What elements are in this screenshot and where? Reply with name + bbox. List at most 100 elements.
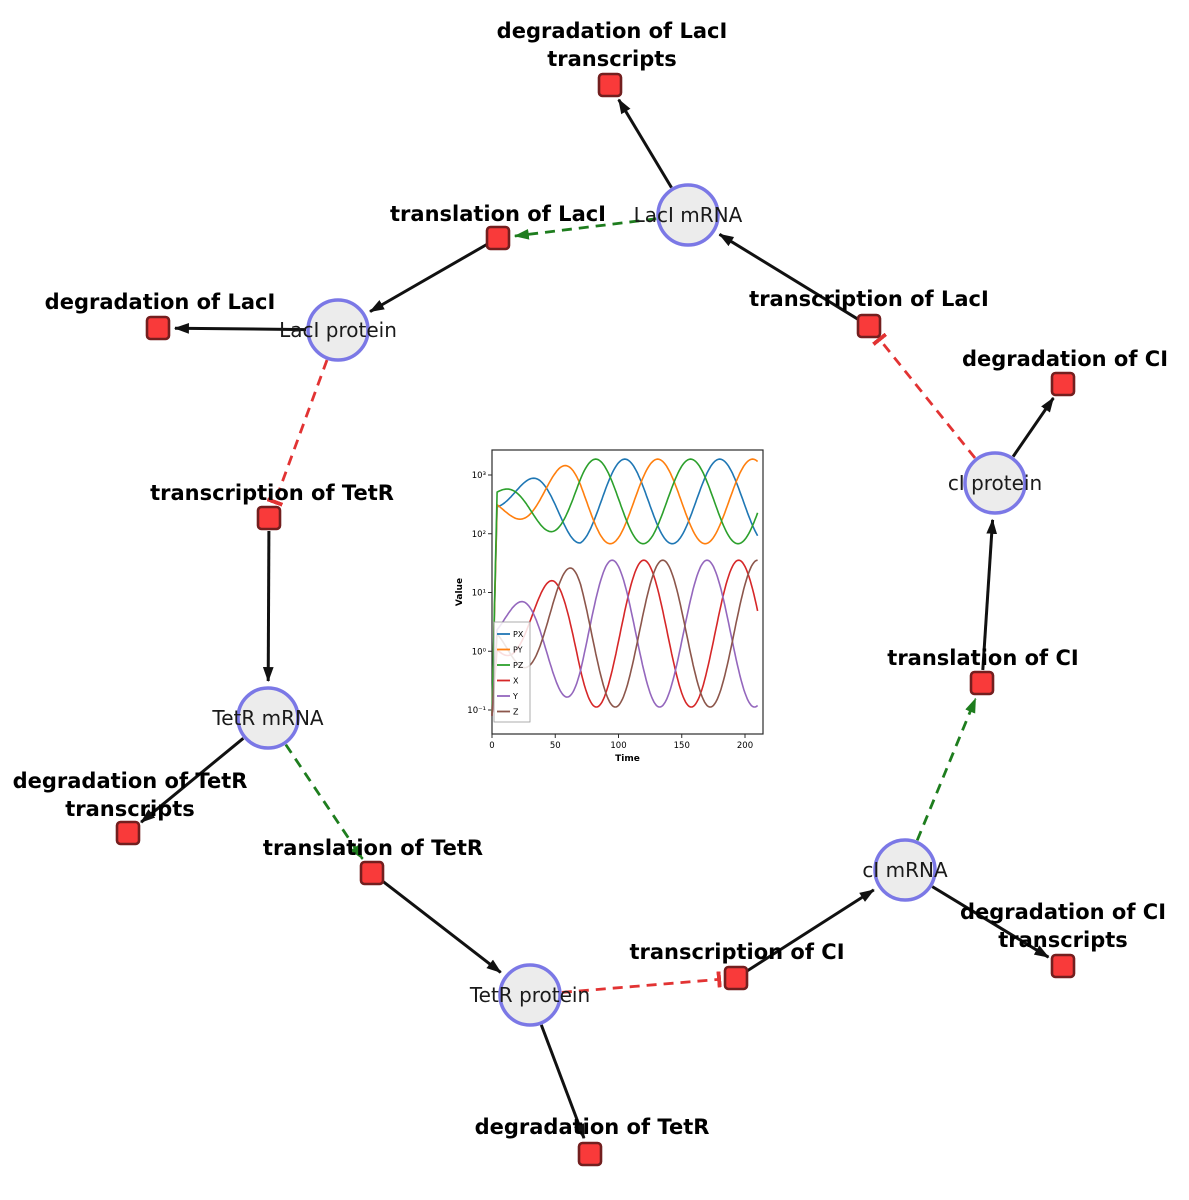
reaction-node-transcr_tetr: transcription of TetR <box>150 481 394 531</box>
edge-inhibition-tetr_protein-transcr_ci <box>561 971 722 994</box>
reaction-label: degradation of CI <box>962 347 1168 371</box>
reaction-label: degradation of LacI <box>497 19 728 43</box>
species-label: LacI mRNA <box>634 203 743 227</box>
reaction-label: transcripts <box>65 797 195 821</box>
edge-production-transcr_tetr-tetr_mrna <box>262 530 274 683</box>
species-node-laci_protein: LacI protein <box>279 298 397 362</box>
species-label: TetR protein <box>469 983 590 1007</box>
reaction-node-deg_ci: degradation of CI <box>962 347 1168 397</box>
edge-consumption-laci_protein-deg_laci <box>173 322 307 334</box>
x-tick-label: 0 <box>489 741 494 751</box>
legend-entry-label: Y <box>512 692 518 701</box>
edge-catalysis-tetr_mrna-transl_tetr <box>284 743 364 860</box>
legend-box <box>493 621 531 723</box>
reaction-square-transl_ci[interactable] <box>969 670 995 696</box>
reaction-label: transcription of TetR <box>150 481 394 505</box>
reaction-label: translation of TetR <box>263 836 483 860</box>
reaction-label: transcripts <box>998 928 1128 952</box>
legend-entry-label: PX <box>513 630 524 639</box>
reaction-label: degradation of TetR <box>13 769 248 793</box>
edge-production-transcr_laci-laci_mrna <box>718 233 859 321</box>
y-tick-label: 10² <box>472 530 486 540</box>
series-line-X <box>491 559 759 716</box>
reaction-square-deg_laci[interactable] <box>145 315 171 341</box>
edge-production-transcr_ci-ci_mrna <box>746 888 875 973</box>
reaction-node-deg_tetr_tx: degradation of TetR transcripts <box>13 769 248 846</box>
edge-inhibition-laci_protein-transcr_tetr <box>266 359 329 507</box>
reaction-node-transl_tetr: translation of TetR <box>263 836 483 886</box>
species-circle-ci_protein[interactable] <box>963 451 1027 515</box>
species-circle-ci_mrna[interactable] <box>873 838 937 902</box>
x-tick-label: 50 <box>550 741 561 751</box>
edge-consumption-ci_protein-deg_ci <box>1011 397 1055 458</box>
reaction-label: degradation of LacI <box>45 290 276 314</box>
reaction-label: degradation of TetR <box>475 1115 710 1139</box>
reaction-square-transl_laci[interactable] <box>485 225 511 251</box>
reaction-node-transl_laci: translation of LacI <box>390 202 606 251</box>
edge-production-transl_ci-ci_protein <box>981 518 998 671</box>
species-label: LacI protein <box>279 318 397 342</box>
edge-consumption-tetr_mrna-deg_tetr_tx <box>140 737 245 824</box>
reaction-node-transcr_laci: transcription of LacI <box>749 287 989 339</box>
species-node-ci_protein: cI protein <box>948 451 1042 515</box>
reaction-square-transcr_tetr[interactable] <box>256 505 282 531</box>
edge-catalysis-ci_mrna-transl_ci <box>915 697 977 841</box>
reaction-square-deg_laci_tx[interactable] <box>597 72 623 98</box>
legend-entry-label: PY <box>513 646 523 655</box>
legend-entry-label: PZ <box>513 661 524 670</box>
reaction-label: transcripts <box>547 47 677 71</box>
species-node-tetr_protein: TetR protein <box>469 963 590 1027</box>
reaction-square-transl_tetr[interactable] <box>359 860 385 886</box>
chart-legend: PX PY PZ XYZ <box>493 621 531 723</box>
edge-inhibition-ci_protein-transcr_laci <box>872 332 977 459</box>
reaction-square-deg_ci[interactable] <box>1050 371 1076 397</box>
reaction-label: translation of LacI <box>390 202 606 226</box>
edge-consumption-laci_mrna-deg_laci_tx <box>617 98 673 189</box>
edge-production-transl_laci-laci_protein <box>369 243 488 313</box>
reaction-node-deg_tetr: degradation of TetR <box>475 1115 710 1167</box>
x-tick-label: 150 <box>674 741 690 751</box>
series-line-PX <box>491 458 759 716</box>
y-tick-label: 10⁰ <box>472 647 487 657</box>
legend-entry-label: Z <box>513 708 519 717</box>
species-label: TetR mRNA <box>211 706 324 730</box>
reaction-square-deg_tetr_tx[interactable] <box>115 820 141 846</box>
reaction-label: transcription of LacI <box>749 287 989 311</box>
y-tick-label: 10¹ <box>472 589 486 599</box>
reaction-node-transcr_ci: transcription of CI <box>629 940 845 991</box>
species-node-ci_mrna: cI mRNA <box>862 838 948 902</box>
reaction-node-deg_laci_tx: degradation of LacI transcripts <box>497 19 728 98</box>
series-line-Z <box>491 559 758 716</box>
legend-entry-label: X <box>513 677 519 686</box>
species-node-laci_mrna: LacI mRNA <box>634 183 743 247</box>
edge-consumption-ci_mrna-deg_ci_tx <box>931 885 1050 959</box>
x-tick-label: 100 <box>610 741 626 751</box>
reaction-label: translation of CI <box>887 646 1078 670</box>
edge-production-transl_tetr-tetr_protein <box>381 879 502 974</box>
edges <box>140 98 1055 1140</box>
reaction-node-transl_ci: translation of CI <box>887 646 1079 696</box>
species-circle-laci_protein[interactable] <box>306 298 370 362</box>
y-tick-label: 10⁻¹ <box>467 706 486 716</box>
reaction-square-deg_ci_tx[interactable] <box>1050 953 1076 979</box>
reaction-label: degradation of CI <box>960 900 1166 924</box>
series-line-PY <box>491 458 759 716</box>
series-line-PZ <box>491 458 759 716</box>
y-tick-label: 10³ <box>472 471 486 481</box>
species-label: cI mRNA <box>862 858 948 882</box>
reaction-square-transcr_ci[interactable] <box>723 965 749 991</box>
species-circle-tetr_mrna[interactable] <box>236 686 300 750</box>
edge-consumption-tetr_protein-deg_tetr <box>539 1024 586 1140</box>
series-line-Y <box>491 559 759 716</box>
species-node-tetr_mrna: TetR mRNA <box>211 686 324 750</box>
species-circle-tetr_protein[interactable] <box>498 963 562 1027</box>
reaction-node-deg_laci: degradation of LacI <box>45 290 276 341</box>
species-circle-laci_mrna[interactable] <box>656 183 720 247</box>
reaction-square-deg_tetr[interactable] <box>577 1141 603 1167</box>
reaction-square-transcr_laci[interactable] <box>856 313 882 339</box>
edge-catalysis-laci_mrna-transl_laci <box>513 217 657 240</box>
species-label: cI protein <box>948 471 1042 495</box>
